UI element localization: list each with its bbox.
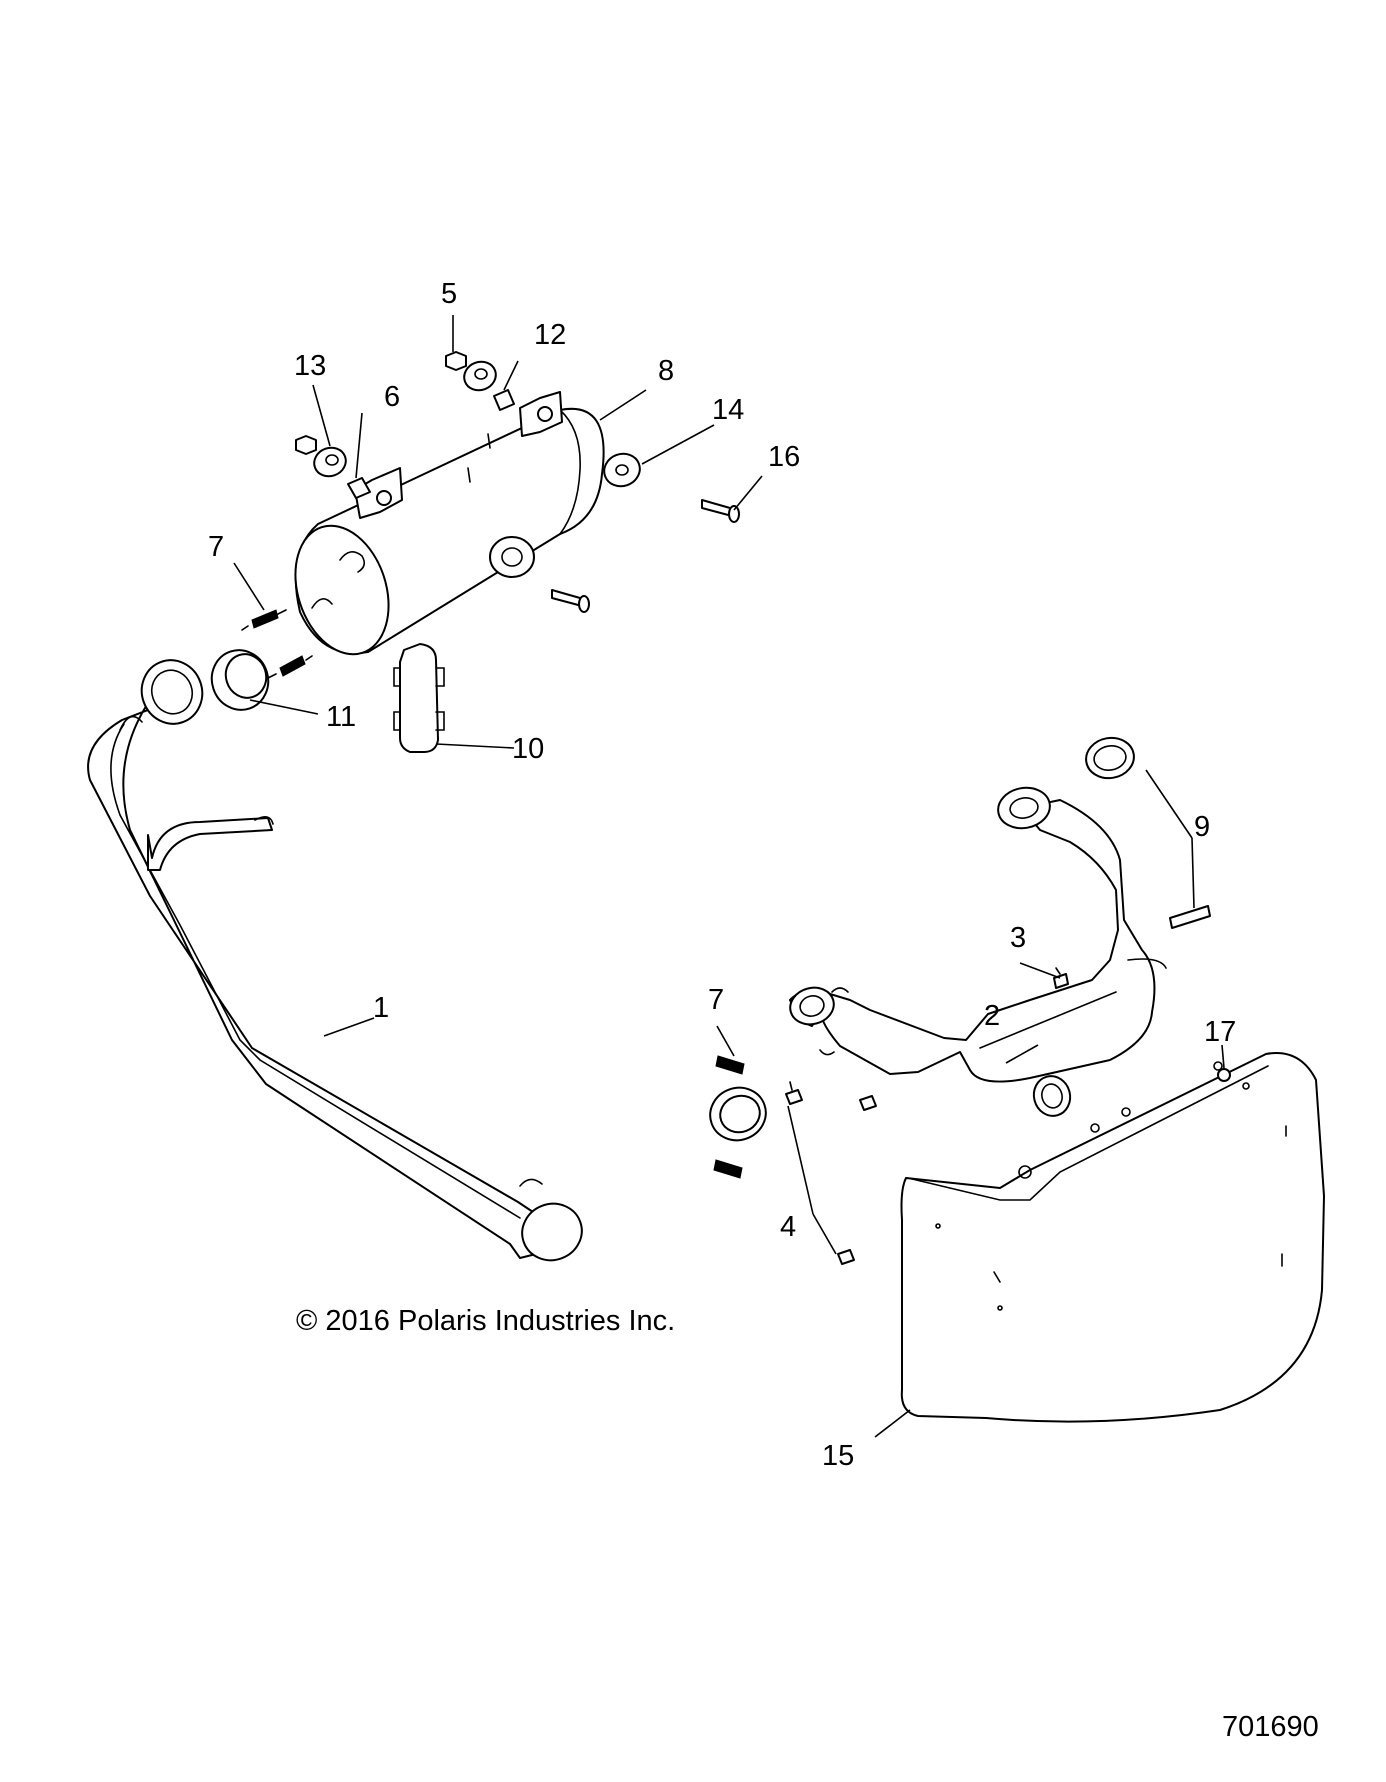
callout-9: 9 [1194, 811, 1210, 843]
callout-10: 10 [512, 733, 544, 765]
gasket-part-11[interactable] [204, 643, 276, 717]
callout-2: 2 [984, 1000, 1000, 1032]
callout-5: 5 [441, 278, 457, 310]
figure-number: 701690 [1222, 1711, 1319, 1743]
nut-part-13[interactable] [295, 435, 371, 499]
callout-labels: 1 2 3 4 5 6 7 7 8 9 10 11 12 13 14 15 16… [208, 278, 1236, 1472]
spring-part-7-right-upper[interactable] [715, 1055, 745, 1075]
isolator-part-10[interactable] [393, 643, 445, 753]
screw-part-4a[interactable] [785, 1081, 803, 1105]
callout-6: 6 [384, 381, 400, 413]
bolt-part-16b[interactable] [551, 589, 590, 613]
clamp-part-9[interactable] [1083, 734, 1211, 929]
spacer-part-12[interactable] [493, 389, 515, 411]
screw-part-4b[interactable] [837, 1249, 855, 1265]
washer-part-14[interactable] [600, 449, 645, 491]
muffler-part-8[interactable] [280, 391, 605, 666]
spring-part-7-lower[interactable] [267, 655, 313, 679]
callout-12: 12 [534, 319, 566, 351]
callout-7-lower: 7 [708, 984, 724, 1016]
head-pipe-part-2[interactable] [786, 784, 1167, 1120]
callout-16: 16 [768, 441, 800, 473]
tail-pipe-part-1[interactable] [87, 652, 590, 1269]
heat-shield-part-15[interactable] [900, 1052, 1325, 1423]
gasket-part-7-right[interactable] [703, 1080, 773, 1148]
callout-3: 3 [1010, 922, 1026, 954]
washer-part-17[interactable] [1217, 1068, 1231, 1082]
callout-4: 4 [780, 1211, 796, 1243]
spring-part-7-upper[interactable] [241, 609, 287, 631]
bolt-part-16[interactable] [701, 499, 740, 523]
callout-11: 11 [326, 701, 356, 733]
spring-part-7-right-lower[interactable] [713, 1159, 743, 1179]
screw-part-4c[interactable] [859, 1095, 877, 1111]
callout-7-upper: 7 [208, 531, 224, 563]
callout-8: 8 [658, 355, 674, 387]
screw-part-3[interactable] [1053, 967, 1069, 989]
copyright-text: © 2016 Polaris Industries Inc. [296, 1305, 675, 1337]
callout-13: 13 [294, 350, 326, 382]
callout-15: 15 [822, 1440, 854, 1472]
callout-1: 1 [373, 992, 389, 1024]
nut-part-5[interactable] [445, 351, 500, 395]
leader-lines [233, 315, 1225, 1438]
callout-17: 17 [1204, 1016, 1236, 1048]
callout-14: 14 [712, 394, 744, 426]
